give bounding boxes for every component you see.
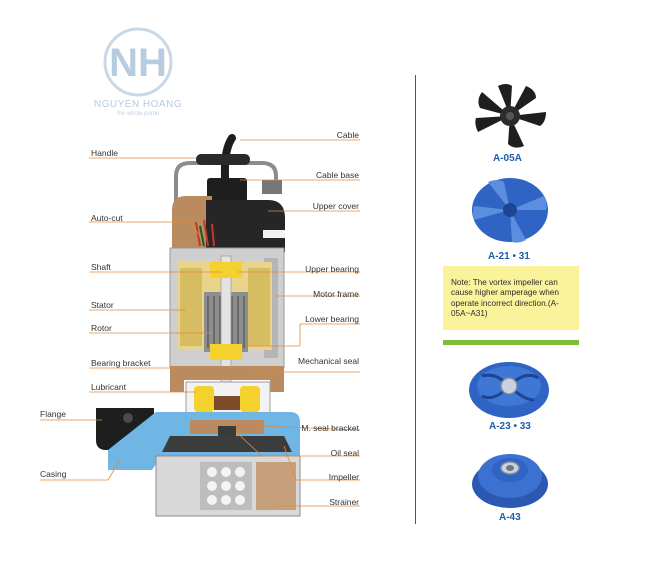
impeller-shape [162, 436, 292, 452]
cable-base-shape [207, 178, 247, 202]
logo-tagline: the whole prime [116, 111, 160, 117]
logo-monogram: NH [103, 27, 173, 97]
logo-brand: NGUYEN HOANG [93, 99, 183, 110]
vertical-divider [415, 75, 416, 524]
label-bearing-bracket: Bearing bracket [91, 358, 151, 368]
label-impeller: Impeller [328, 472, 359, 482]
label-cable: Cable [336, 130, 359, 140]
impeller-a05a-image [475, 84, 546, 148]
oil-seal-shape [218, 426, 236, 436]
impeller-a21-31-image [472, 178, 548, 243]
label-shaft: Shaft [91, 262, 111, 272]
label-auto-cut: Auto-cut [91, 213, 123, 223]
label-strainer: Strainer [329, 497, 359, 507]
green-separator [443, 340, 579, 345]
label-lubricant: Lubricant [91, 382, 126, 392]
label-rotor: Rotor [91, 323, 112, 333]
label-casing: Casing [40, 469, 67, 479]
label-oil-seal: Oil seal [330, 448, 359, 458]
caption-a23-33: A-23 • 33 [489, 421, 531, 432]
caption-a21-31: A-21 • 31 [488, 251, 530, 262]
upper-cover-shape [206, 200, 285, 252]
label-cable-base: Cable base [315, 170, 359, 180]
upper-bearing-shape [210, 262, 242, 278]
leader-lines-right [235, 139, 361, 507]
label-handle: Handle [91, 148, 118, 158]
label-motor-frame: Motor frame [313, 289, 359, 299]
leader-lines-left [40, 157, 222, 481]
label-lower-bearing: Lower bearing [305, 314, 359, 324]
label-upper-cover: Upper cover [312, 201, 359, 211]
mechanical-seal-shape [194, 386, 214, 412]
bearing-bracket-shape [170, 366, 284, 392]
label-m-seal-bracket: M. seal bracket [301, 423, 359, 433]
note-text: Note: The vortex impeller can cause high… [451, 278, 559, 319]
note-box: Note: The vortex impeller can cause high… [443, 266, 579, 330]
handle-grip [196, 154, 250, 165]
impeller-a43-image [472, 454, 548, 508]
impeller-a23-33-image [469, 362, 549, 418]
label-stator: Stator [91, 300, 114, 310]
label-mechanical-seal: Mechanical seal [298, 356, 359, 366]
caption-a43: A-43 [499, 512, 521, 523]
label-upper-bearing: Upper bearing [305, 264, 359, 274]
caption-a05a: A-05A [493, 153, 522, 164]
logo-monogram-text: NH [109, 41, 167, 85]
lower-bearing-shape [210, 344, 242, 360]
label-flange: Flange [40, 409, 66, 419]
